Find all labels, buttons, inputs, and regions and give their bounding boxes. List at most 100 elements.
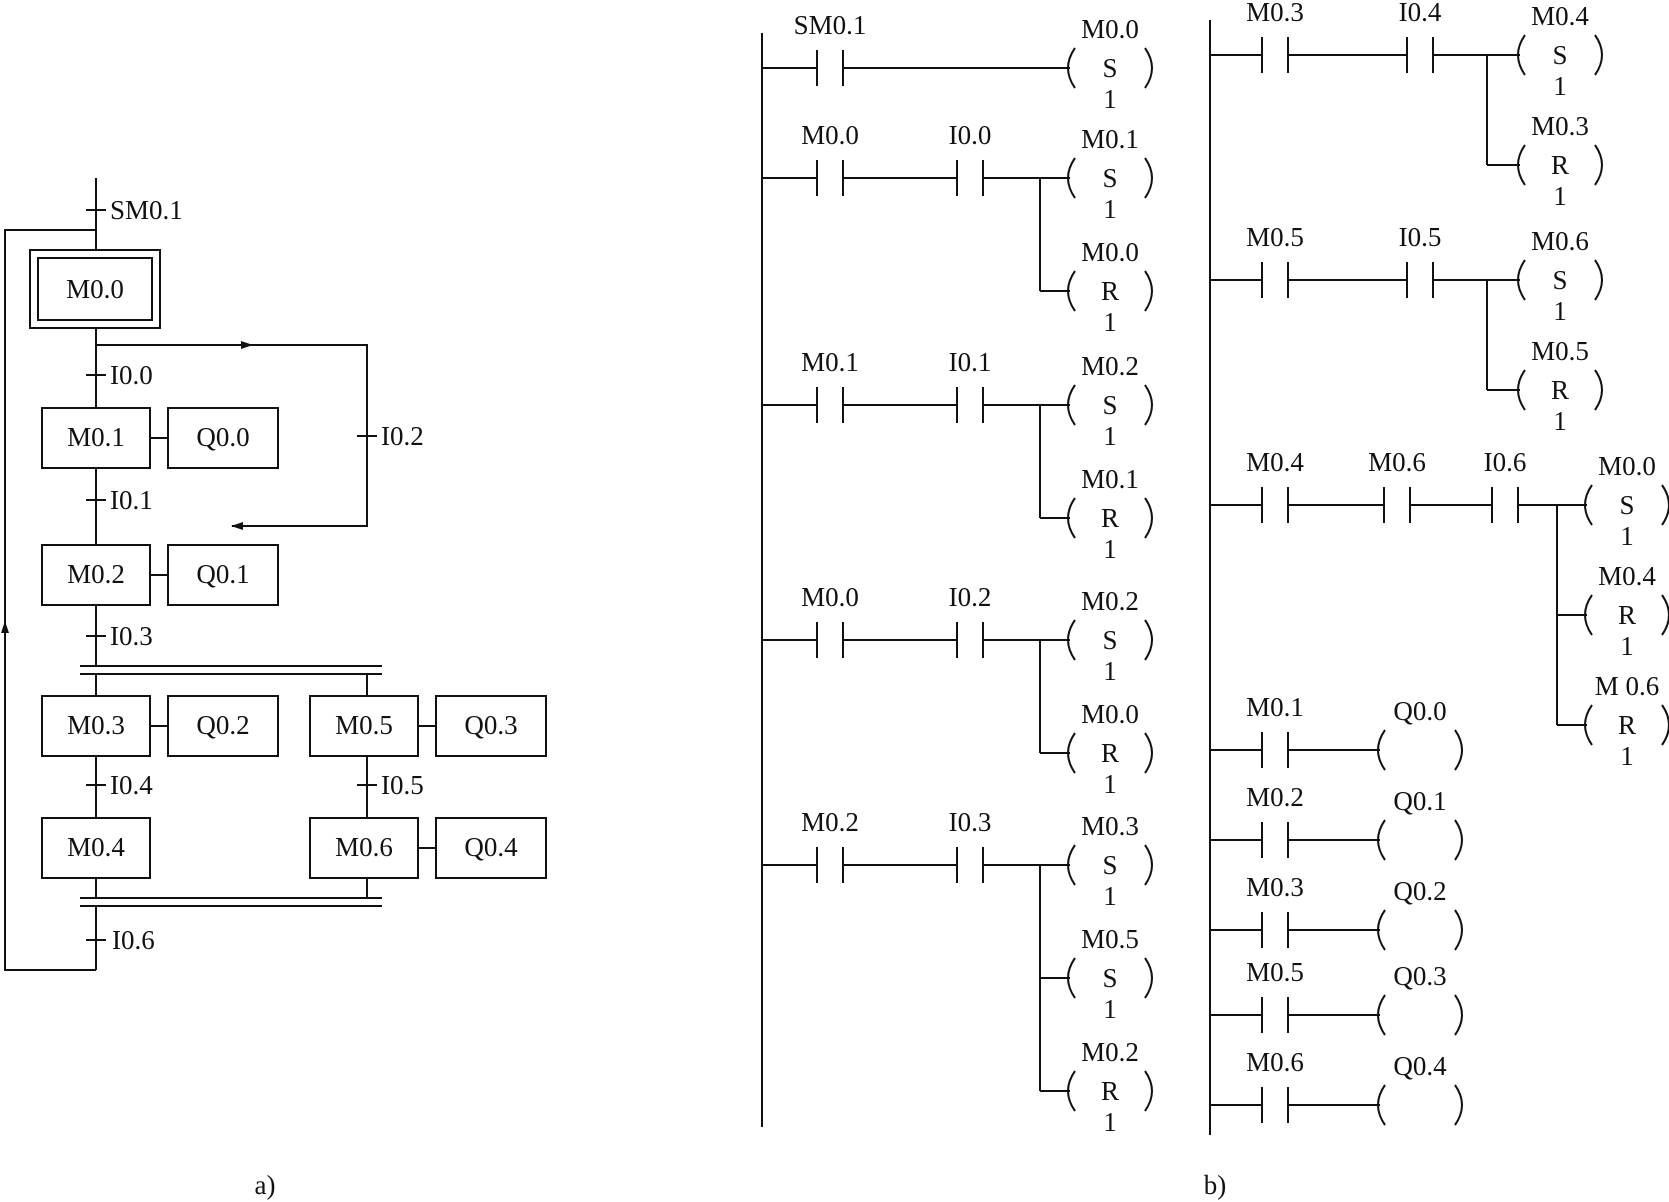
- coil-type-label: R: [1618, 710, 1636, 740]
- contact-gap: [818, 637, 842, 643]
- coil-type-label: R: [1101, 1076, 1119, 1106]
- coil-symbol: [1144, 1070, 1153, 1112]
- coil-symbol: [1144, 47, 1153, 89]
- coil-symbol: [1517, 144, 1526, 186]
- coil-count-label: 1: [1553, 406, 1567, 436]
- transition-i01-label: I0.1: [110, 485, 153, 515]
- coil-symbol: [1144, 619, 1153, 661]
- coil-address-label: M0.1: [1081, 464, 1139, 494]
- coil-symbol: [1517, 34, 1526, 76]
- coil-address-label: M0.2: [1081, 1037, 1139, 1067]
- transition-i06-label: I0.6: [112, 925, 155, 955]
- coil-type-label: S: [1102, 625, 1117, 655]
- coil-address-label: M 0.6: [1595, 671, 1660, 701]
- coil-count-label: 1: [1103, 421, 1117, 451]
- contact-label: M0.0: [801, 582, 859, 612]
- contact-gap: [958, 402, 982, 408]
- contact-label: M0.1: [801, 347, 859, 377]
- contact-label: M0.6: [1368, 447, 1426, 477]
- coil-address-label: Q0.3: [1393, 961, 1446, 991]
- coil-symbol: [1584, 594, 1593, 636]
- contact-label: I0.0: [949, 120, 992, 150]
- coil-symbol: [1454, 994, 1463, 1036]
- coil-symbol: [1144, 844, 1153, 886]
- coil-count-label: 1: [1553, 71, 1567, 101]
- coil-symbol: [1067, 384, 1076, 426]
- coil-address-label: M0.3: [1531, 111, 1589, 141]
- contact-gap: [1263, 747, 1287, 753]
- coil-address-label: M0.4: [1598, 561, 1656, 591]
- contact-label: SM0.1: [794, 10, 867, 40]
- coil-symbol: [1594, 259, 1603, 301]
- coil-symbol: [1067, 157, 1076, 199]
- caption-a: a): [255, 1170, 276, 1200]
- contact-gap: [1263, 1012, 1287, 1018]
- contact-gap: [1263, 277, 1287, 283]
- coil-type-label: S: [1102, 53, 1117, 83]
- transition-i04-label: I0.4: [110, 770, 153, 800]
- coil-type-label: S: [1552, 40, 1567, 70]
- coil-address-label: Q0.2: [1393, 876, 1446, 906]
- coil-address-label: M0.5: [1531, 336, 1589, 366]
- coil-symbol: [1067, 47, 1076, 89]
- coil-symbol: [1144, 384, 1153, 426]
- contact-gap: [1263, 837, 1287, 843]
- coil-symbol: [1454, 819, 1463, 861]
- coil-address-label: M0.0: [1081, 237, 1139, 267]
- contact-gap: [818, 862, 842, 868]
- step-m06: [309, 817, 419, 879]
- coil-count-label: 1: [1620, 631, 1634, 661]
- transition-i05-label: I0.5: [381, 770, 424, 800]
- coil-address-label: Q0.4: [1393, 1051, 1447, 1081]
- coil-type-label: S: [1102, 390, 1117, 420]
- coil-count-label: 1: [1620, 741, 1634, 771]
- coil-symbol: [1661, 594, 1669, 636]
- sfc-chart: SM0.1 M0.0 I0.0 I0.2 M0.1 Q0.0 I0.1 M0.2…: [0, 178, 547, 971]
- contact-label: M0.3: [1246, 0, 1304, 27]
- coil-symbol: [1377, 1084, 1386, 1126]
- coil-address-label: M0.0: [1081, 699, 1139, 729]
- coil-type-label: S: [1102, 963, 1117, 993]
- coil-count-label: 1: [1620, 521, 1634, 551]
- coil-type-label: R: [1101, 503, 1119, 533]
- coil-address-label: M0.4: [1531, 1, 1589, 31]
- coil-symbol: [1377, 729, 1386, 771]
- coil-address-label: M0.5: [1081, 924, 1139, 954]
- contact-label: I0.2: [949, 582, 992, 612]
- coil-address-label: M0.0: [1081, 14, 1139, 44]
- coil-count-label: 1: [1553, 181, 1567, 211]
- step-m04-label: M0.4: [67, 832, 125, 862]
- coil-address-label: M0.1: [1081, 124, 1139, 154]
- contact-gap: [818, 175, 842, 181]
- coil-type-label: S: [1102, 850, 1117, 880]
- coil-symbol: [1144, 732, 1153, 774]
- coil-symbol: [1594, 369, 1603, 411]
- coil-count-label: 1: [1103, 881, 1117, 911]
- caption-b: b): [1204, 1170, 1227, 1200]
- coil-type-label: S: [1552, 265, 1567, 295]
- contact-gap: [1263, 502, 1287, 508]
- step-m02: [41, 544, 151, 606]
- action-q01: [167, 544, 279, 606]
- contact-label: M0.2: [801, 807, 859, 837]
- action-q00: [167, 407, 279, 469]
- coil-symbol: [1454, 909, 1463, 951]
- coil-symbol: [1517, 259, 1526, 301]
- coil-count-label: 1: [1103, 994, 1117, 1024]
- coil-symbol: [1584, 484, 1593, 526]
- contact-gap: [1263, 927, 1287, 933]
- contact-label: M0.0: [801, 120, 859, 150]
- contact-gap: [1408, 277, 1432, 283]
- contact-label: M0.6: [1246, 1047, 1304, 1077]
- action-q00-label: Q0.0: [196, 422, 249, 452]
- coil-type-label: R: [1101, 738, 1119, 768]
- step-m01-label: M0.1: [67, 422, 125, 452]
- coil-symbol: [1144, 957, 1153, 999]
- contact-label: M0.2: [1246, 782, 1304, 812]
- transition-i00-label: I0.0: [110, 360, 153, 390]
- action-q02-label: Q0.2: [196, 710, 249, 740]
- step-m06-label: M0.6: [335, 832, 393, 862]
- coil-count-label: 1: [1103, 194, 1117, 224]
